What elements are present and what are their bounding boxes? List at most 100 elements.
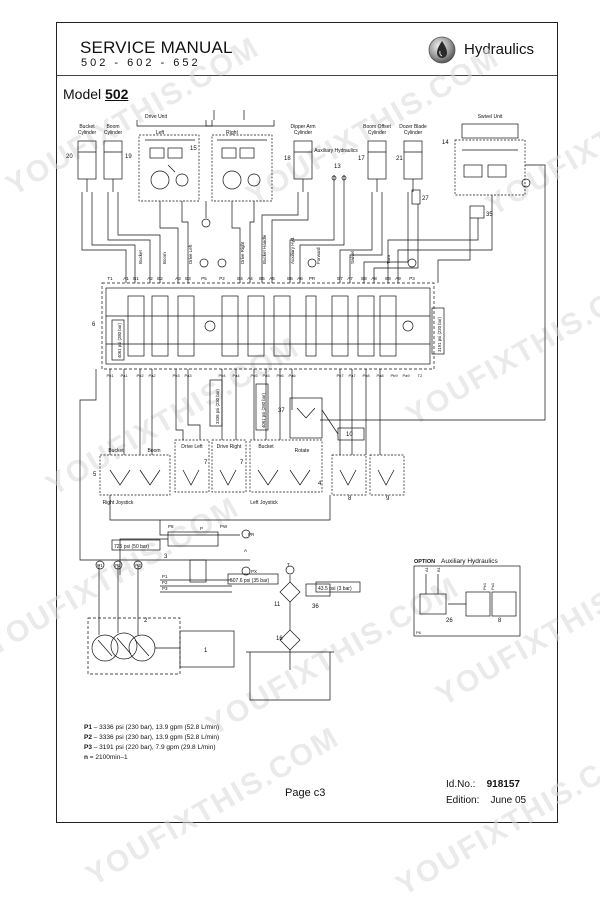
svg-text:P6: P6 bbox=[416, 630, 422, 635]
part-number: 15 bbox=[190, 146, 197, 152]
part-number: 27 bbox=[422, 196, 429, 202]
part-number: 6 bbox=[92, 322, 96, 328]
drive-unit-right bbox=[205, 120, 275, 202]
gauge-pr bbox=[307, 258, 317, 268]
svg-text:Bucket Handle: Bucket Handle bbox=[262, 234, 267, 264]
svg-text:PR: PR bbox=[248, 532, 255, 537]
drive-left-valve-7 bbox=[174, 439, 210, 493]
valve-8 bbox=[331, 454, 367, 496]
spool-sections bbox=[127, 295, 414, 357]
relief-box-5 bbox=[111, 539, 161, 551]
svg-text:A9: A9 bbox=[395, 276, 401, 281]
svg-text:P: P bbox=[200, 526, 203, 531]
bucket-cylinder bbox=[77, 140, 97, 192]
hydraulics-logo-icon bbox=[428, 36, 456, 64]
part-number: 37 bbox=[278, 408, 285, 414]
spec-p3: P3 – 3191 psi (220 bar), 7.9 gpm (29.8 L… bbox=[84, 744, 216, 751]
joystick-label: Drive Right bbox=[217, 444, 242, 450]
relief-box-3 bbox=[209, 379, 223, 427]
page-number: Page c3 bbox=[285, 787, 326, 799]
svg-text:Pb1: Pb1 bbox=[482, 582, 487, 590]
svg-text:P1: P1 bbox=[162, 574, 168, 579]
drive-right-label: Right bbox=[226, 130, 238, 136]
svg-text:A: A bbox=[244, 548, 247, 553]
pilot-lines bbox=[109, 369, 381, 455]
model-label: Model bbox=[63, 86, 102, 102]
svg-text:PW: PW bbox=[220, 524, 228, 529]
pump-specifications: P1 – 3336 psi (230 bar), 13.9 gpm (52.8 … bbox=[84, 723, 219, 763]
svg-text:Pb7: Pb7 bbox=[336, 373, 344, 378]
boom-offset-cylinder bbox=[367, 140, 387, 192]
swivel-unit bbox=[454, 123, 526, 219]
svg-text:A8: A8 bbox=[371, 276, 377, 281]
svg-text:P3: P3 bbox=[162, 586, 168, 591]
svg-text:B1: B1 bbox=[133, 276, 139, 281]
svg-text:Pa6: Pa6 bbox=[288, 373, 296, 378]
svg-text:Pa1: Pa1 bbox=[490, 582, 495, 590]
svg-text:Pb8: Pb8 bbox=[362, 373, 370, 378]
svg-text:Auxiliary Hyd.: Auxiliary Hyd. bbox=[290, 236, 295, 264]
svg-text:A3: A3 bbox=[175, 276, 181, 281]
svg-text:T2: T2 bbox=[418, 373, 423, 378]
gauge-p3 bbox=[407, 258, 417, 268]
svg-text:Pb1: Pb1 bbox=[106, 373, 114, 378]
part-number: 10 bbox=[346, 432, 353, 438]
auxiliary-label: Auxiliary Hydraulics bbox=[314, 148, 358, 154]
svg-text:B1: B1 bbox=[436, 566, 441, 572]
joystick-label: Left Joystick bbox=[250, 500, 278, 506]
svg-text:Pa5: Pa5 bbox=[262, 373, 270, 378]
pressure-label: 4061 psi (280 bar) bbox=[117, 323, 122, 358]
option-label: OPTION bbox=[414, 559, 435, 565]
supply-lines bbox=[81, 110, 546, 421]
relief-box-2 bbox=[431, 307, 445, 355]
joystick-label: Bucket bbox=[258, 444, 274, 450]
svg-text:T: T bbox=[287, 562, 290, 567]
pump-port-labels: P1 P2 P3 bbox=[97, 563, 141, 568]
svg-text:Turn: Turn bbox=[386, 254, 391, 264]
left-joystick bbox=[249, 439, 323, 493]
part-number: 9 bbox=[386, 496, 390, 502]
svg-text:Pa8: Pa8 bbox=[376, 373, 384, 378]
model-range: 502 - 602 - 652 bbox=[81, 57, 201, 69]
joystick-label: Drive Left bbox=[181, 444, 203, 450]
joystick-label: Bucket bbox=[108, 448, 124, 454]
pressure-label: 43.5 psi (3 bar) bbox=[318, 586, 352, 592]
svg-text:Swivel: Swivel bbox=[350, 251, 355, 264]
relief-box-4 bbox=[255, 383, 269, 431]
valve-37-10 bbox=[289, 397, 365, 441]
part-number: 21 bbox=[396, 156, 403, 162]
dozer-blade-cylinder bbox=[403, 140, 423, 192]
part-number: 11 bbox=[274, 602, 281, 608]
part-number: 36 bbox=[312, 604, 319, 610]
svg-text:B8: B8 bbox=[361, 276, 367, 281]
part-number: 5 bbox=[93, 472, 97, 478]
drive-unit-left bbox=[136, 120, 213, 202]
svg-text:Pa9: Pa9 bbox=[402, 373, 410, 378]
svg-text:P3: P3 bbox=[135, 563, 141, 568]
svg-text:Forward: Forward bbox=[316, 247, 321, 264]
engine-1 bbox=[179, 630, 235, 668]
option-port-labels: Pb1 Pa1 A1 B1 P6 bbox=[416, 566, 495, 635]
svg-text:Boom: Boom bbox=[162, 252, 167, 264]
model-number: 502 bbox=[105, 86, 129, 102]
svg-text:Pb2: Pb2 bbox=[136, 373, 144, 378]
svg-text:Pa2: Pa2 bbox=[148, 373, 156, 378]
header-divider bbox=[57, 75, 557, 76]
drive-left-label: Left bbox=[156, 130, 165, 136]
svg-text:A6: A6 bbox=[297, 276, 303, 281]
part-number: 7 bbox=[240, 460, 244, 466]
relief-box-1 bbox=[111, 319, 125, 361]
svg-text:P3: P3 bbox=[409, 276, 415, 281]
svg-text:Pa4: Pa4 bbox=[232, 373, 240, 378]
pressure-label: 725 psi (50 bar) bbox=[114, 544, 149, 550]
gauge-pump-p1 bbox=[95, 560, 105, 570]
part-number: 8 bbox=[348, 496, 352, 502]
part-number: 19 bbox=[125, 154, 132, 160]
svg-text:Pa1: Pa1 bbox=[120, 373, 128, 378]
part-number: 18 bbox=[284, 156, 291, 162]
svg-text:Pa7: Pa7 bbox=[348, 373, 356, 378]
svg-text:PX: PX bbox=[251, 569, 257, 574]
